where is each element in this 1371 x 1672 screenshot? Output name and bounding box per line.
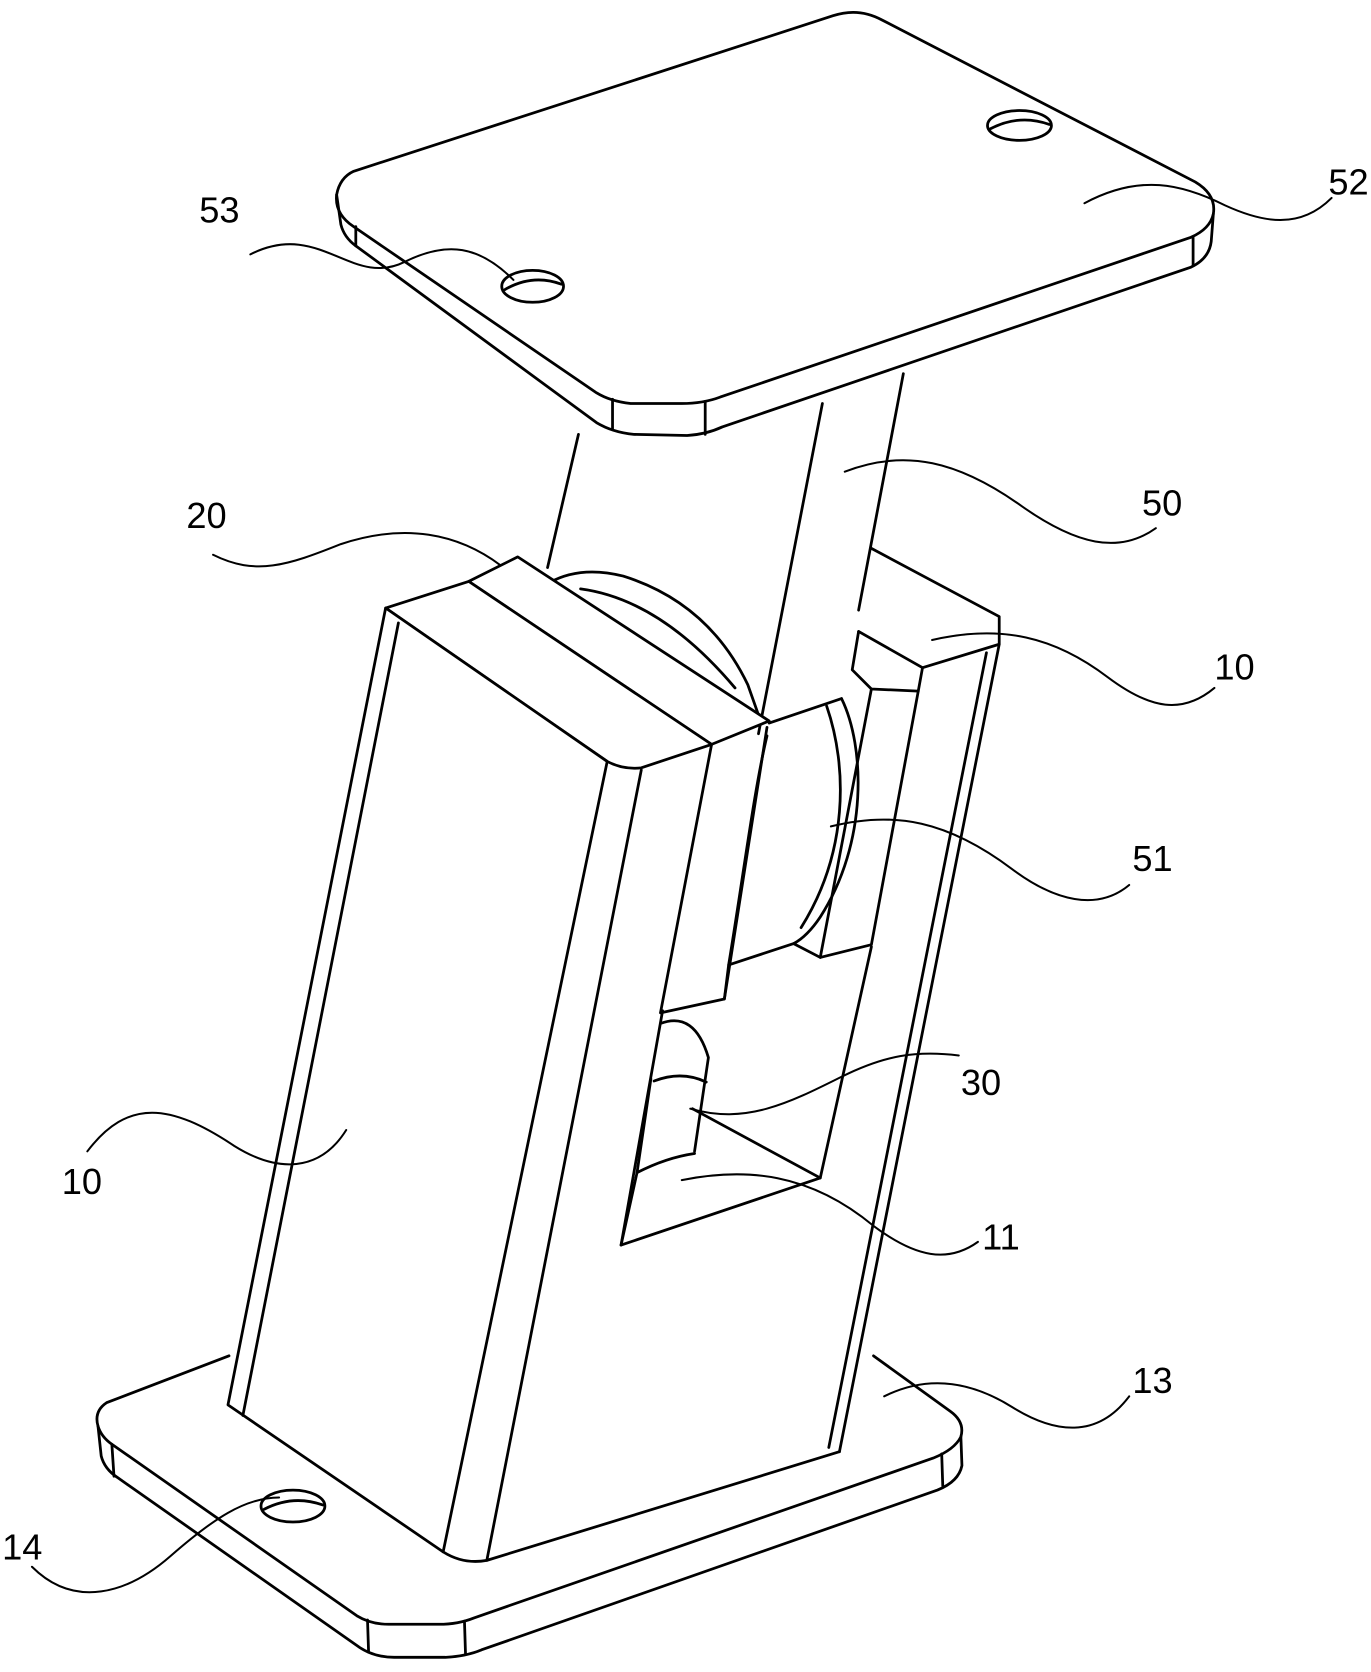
- reference-label-30: 30: [961, 1062, 1001, 1103]
- window-opening: [621, 947, 871, 1245]
- reference-label-13: 13: [1132, 1360, 1172, 1401]
- leader-line-30: [690, 1054, 958, 1115]
- right-wall-top-surface: [859, 548, 1000, 667]
- reference-label-14: 14: [2, 1526, 42, 1567]
- reference-label-20: 20: [186, 495, 226, 536]
- reference-label-50: 50: [1142, 482, 1182, 523]
- base-plate-upper-surface: [97, 1356, 962, 1624]
- column-front-edge: [758, 404, 822, 734]
- front-face-right-inner-edge: [829, 653, 987, 1448]
- mounting-hole-14-inner-edge: [264, 1501, 323, 1510]
- reference-label-10-left: 10: [62, 1161, 102, 1202]
- top-plate-upper-surface: [336, 12, 1213, 403]
- spherical-cap-left-edge: [729, 736, 767, 965]
- top-mounting-plate: [336, 12, 1213, 435]
- main-block-left-face: [228, 608, 607, 1552]
- column-flange-front-strip: [660, 727, 767, 1012]
- leader-line-20: [213, 533, 501, 566]
- reference-label-11: 11: [982, 1216, 1020, 1257]
- leader-line-14: [32, 1498, 279, 1593]
- leader-line-51: [831, 819, 1129, 900]
- leader-line-50: [845, 460, 1156, 543]
- reference-label-53: 53: [199, 189, 239, 230]
- right-wall-inner-face: [820, 689, 918, 957]
- reference-label-10-right: 10: [1214, 646, 1254, 687]
- window-opening-frame: [621, 947, 871, 1245]
- leader-line-10-right: [932, 633, 1214, 705]
- small-cylinder: [654, 1021, 708, 1152]
- column-right-edge: [859, 374, 904, 610]
- spherical-cap: [729, 699, 858, 965]
- spherical-cap-outline: [794, 699, 858, 944]
- reference-label-51: 51: [1132, 838, 1172, 879]
- drawing-lines: [97, 12, 1214, 1657]
- reference-label-52: 52: [1328, 162, 1368, 203]
- base-plate: [97, 1356, 962, 1657]
- main-block: [228, 581, 999, 1561]
- column-flange-bottom-edge: [724, 944, 820, 999]
- front-face-right-edge: [839, 644, 999, 1451]
- column-left-edge: [548, 434, 579, 567]
- window-opening-floor: [621, 1079, 820, 1245]
- base-plate-thickness-edge: [98, 1426, 962, 1657]
- leader-line-11: [682, 1174, 978, 1254]
- housing-right-wall: [820, 548, 999, 957]
